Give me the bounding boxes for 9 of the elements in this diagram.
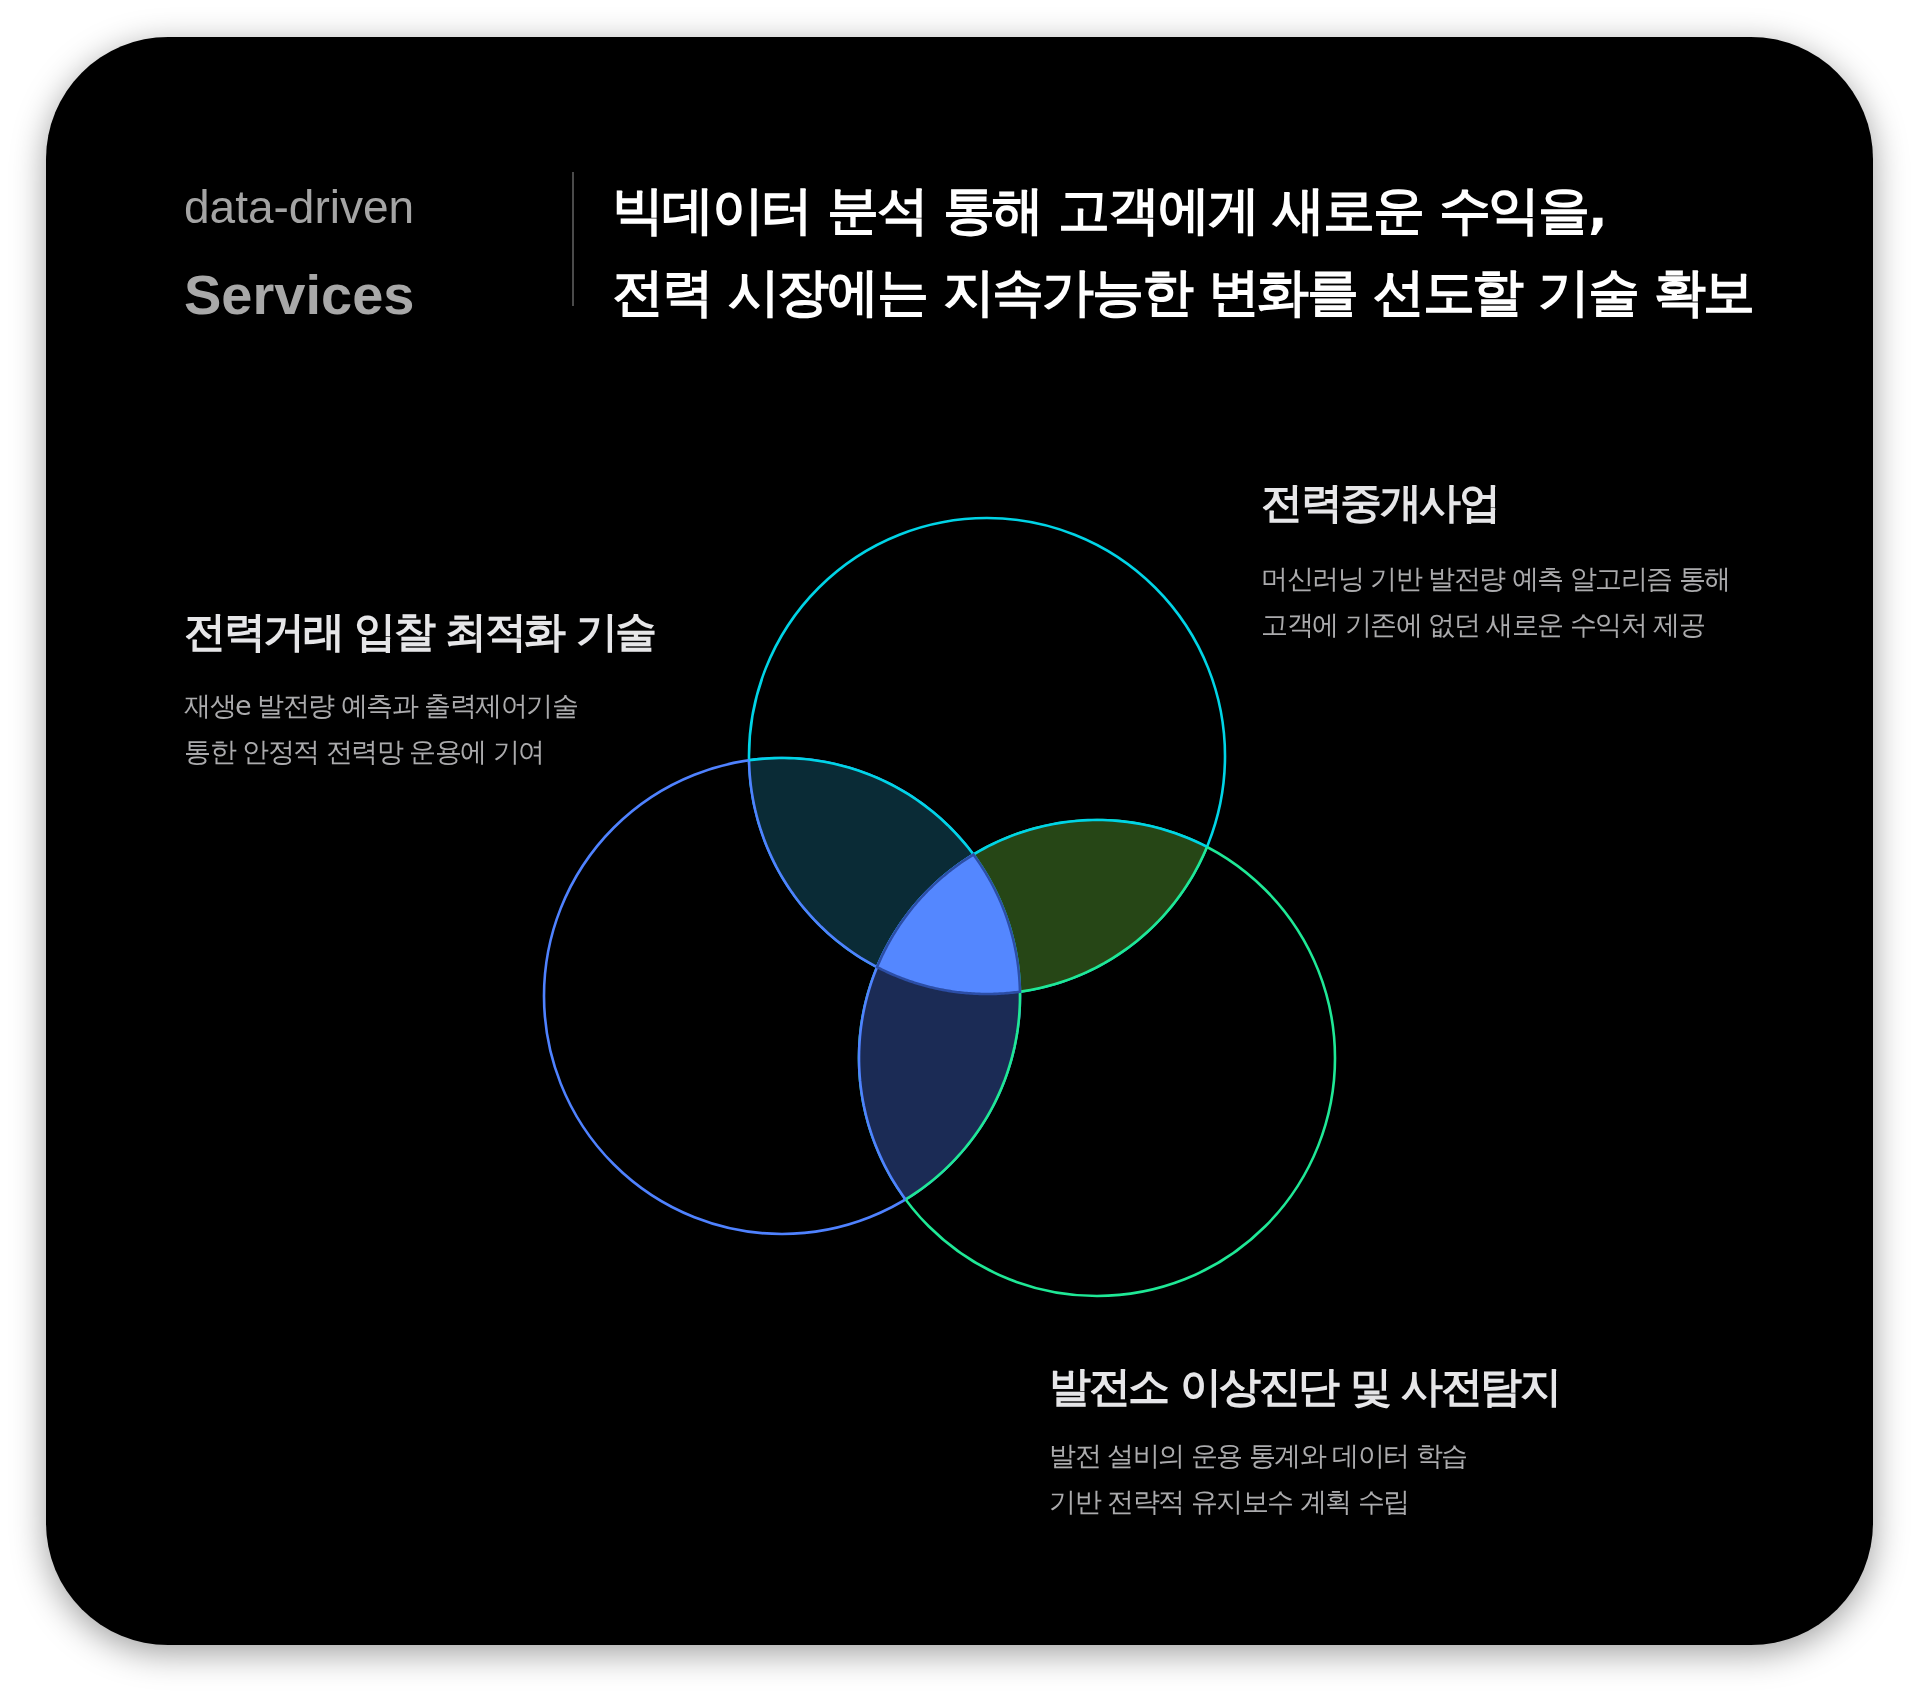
description-text: 머신러닝 기반 발전량 예측 알고리즘 통해 고객에 기존에 없던 새로운 수익처 제공 — [1261, 562, 1731, 642]
section-label: data-driven — [184, 180, 415, 235]
section-title: 발전소 이상진단 및 사전탐지 — [1049, 1361, 1560, 1413]
headline: 빅데이터 분석 통해 고객에게 새로운 수익을, 전력 시장에는 지속가능한 변화를 선도할 기술 확보 — [612, 179, 1754, 324]
section-title: 전력거래 입찰 최적화 기술 — [184, 606, 655, 658]
description-text: 발전 설비의 운용 통계와 데이터 학습 기반 전략적 유지보수 계획 수립 — [1049, 1439, 1468, 1519]
description-text: 재생e 발전량 예측과 출력제어기술 통한 안정적 전력망 운용에 기여 — [184, 689, 579, 769]
section-heading: Services — [184, 262, 415, 328]
section-title: 전력중개사업 — [1261, 477, 1498, 529]
